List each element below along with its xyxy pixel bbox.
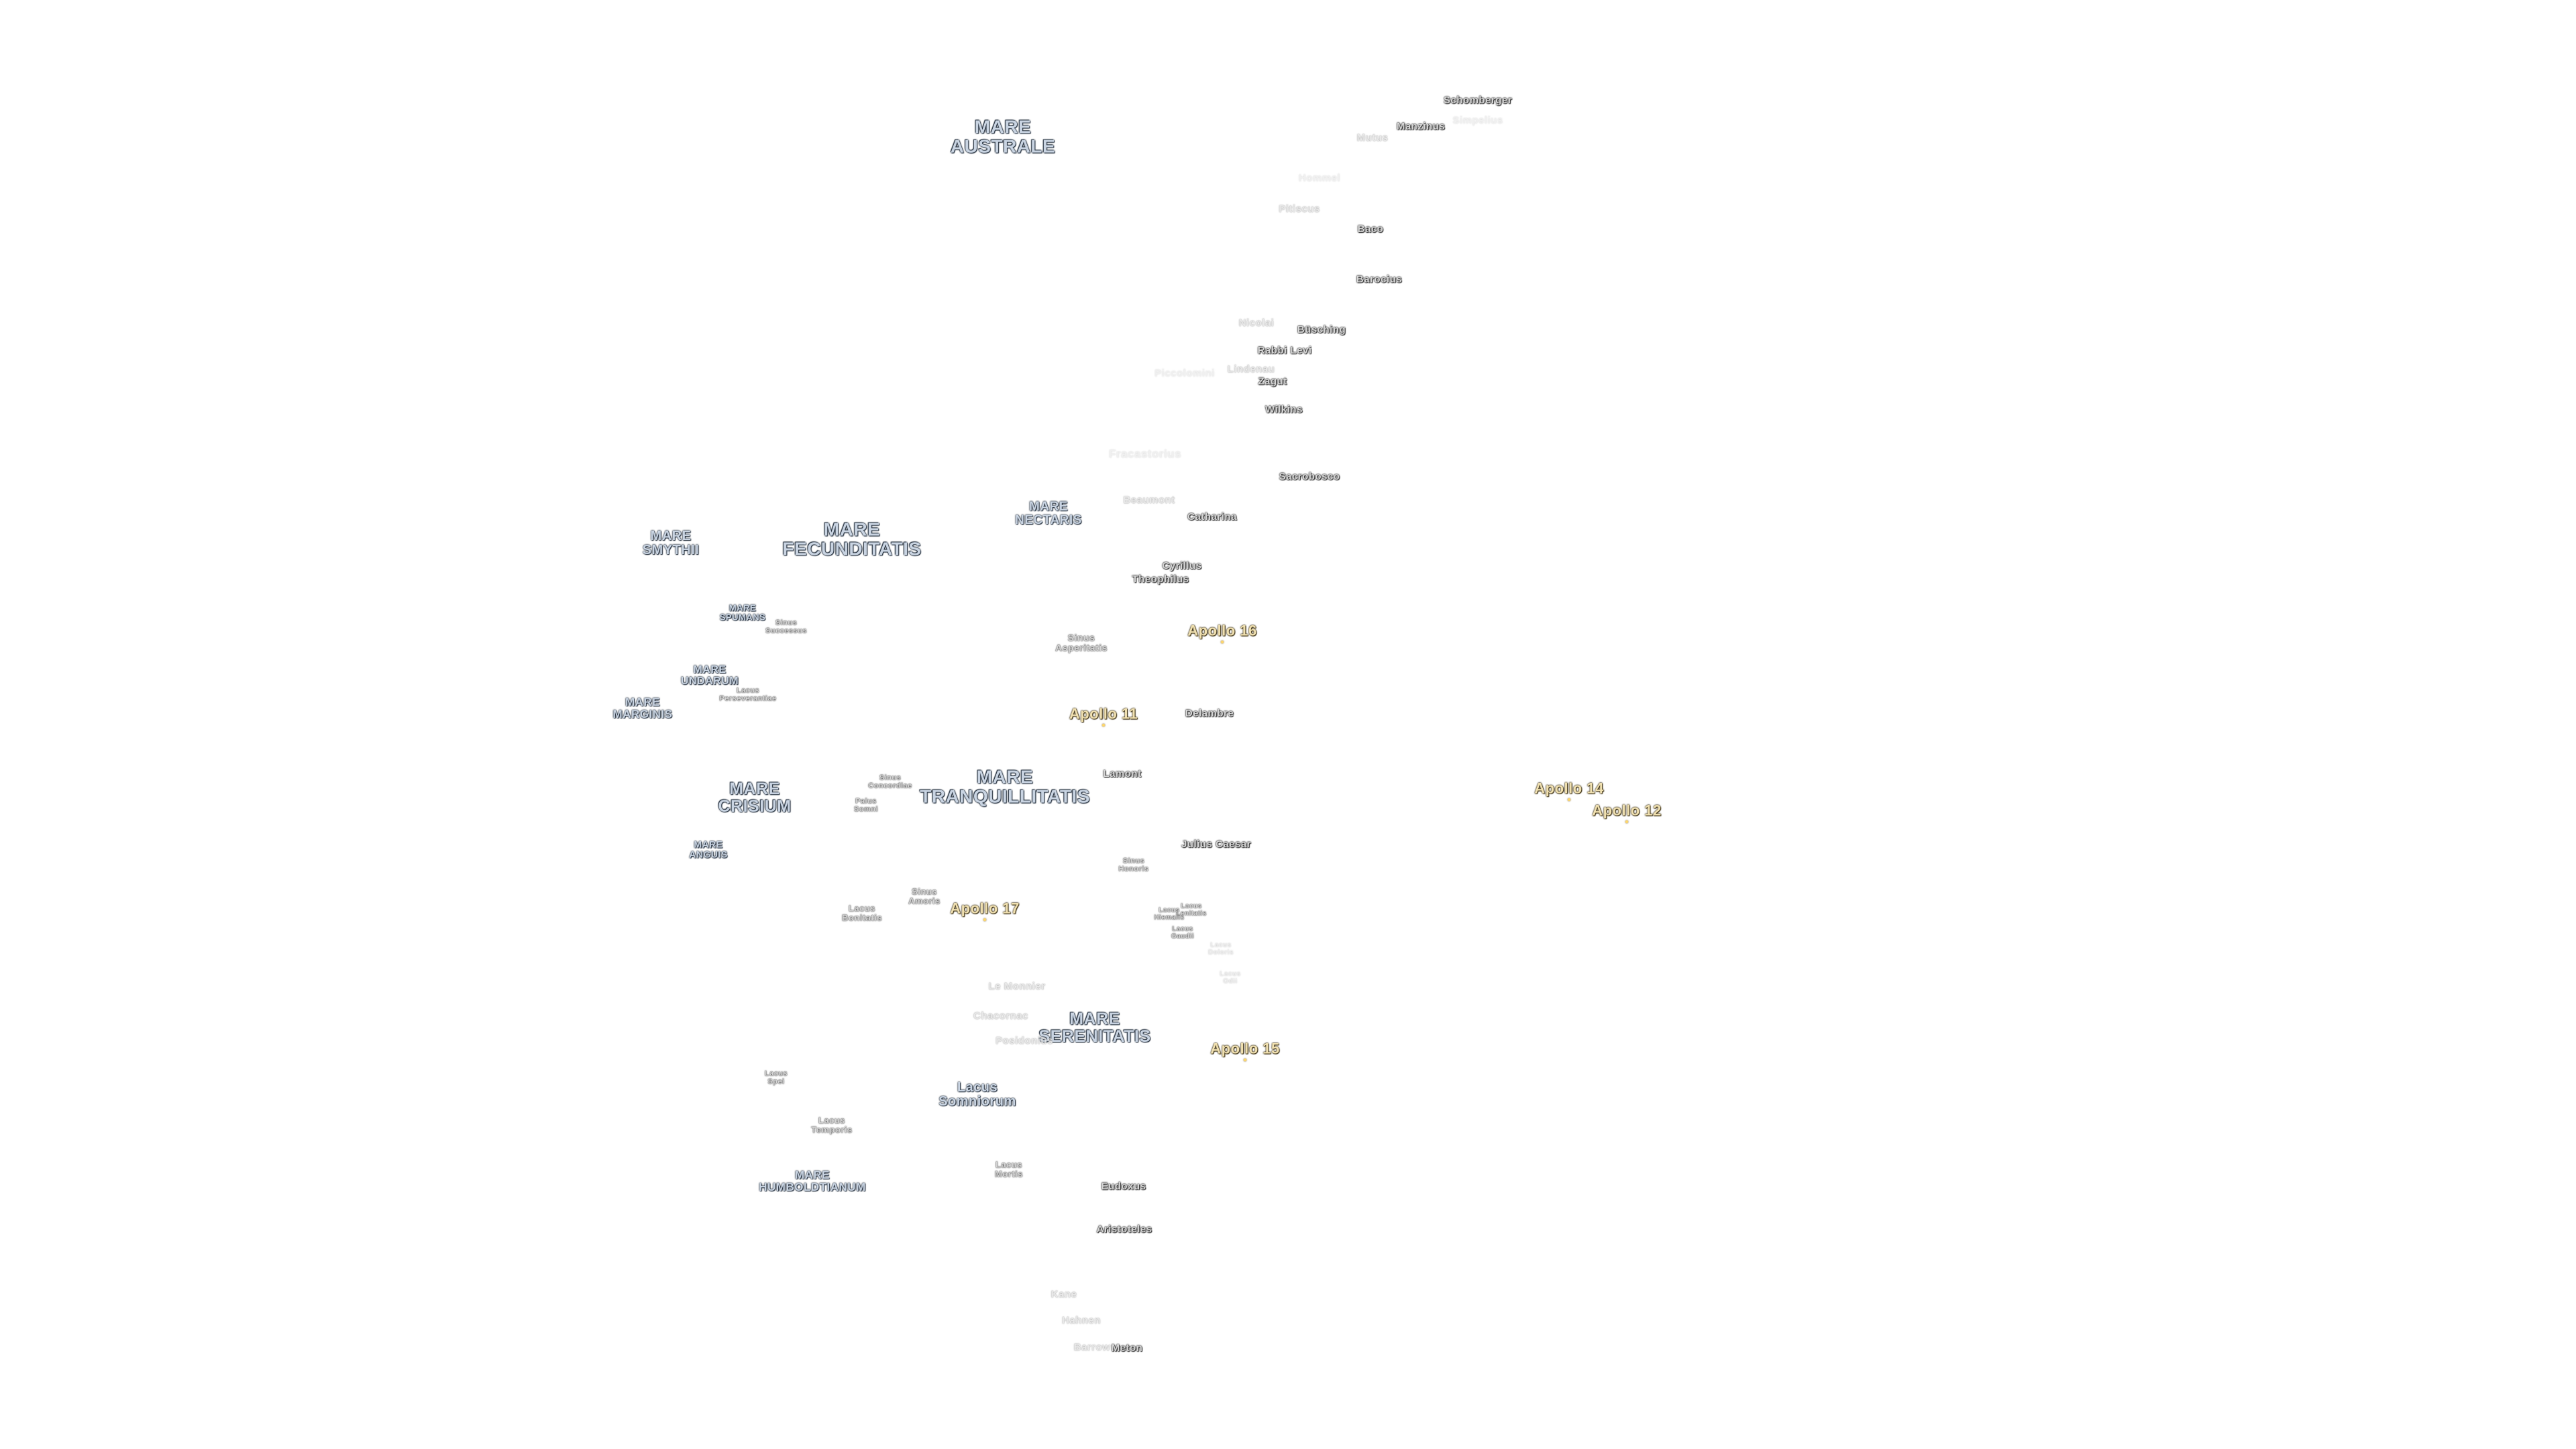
label-crater-cyrillus: Cyrillus <box>1162 560 1202 572</box>
label-lacus-hiemalis: Lacus Hiemalis <box>1154 906 1185 921</box>
label-palus-somni: Palus Somni <box>853 797 879 813</box>
label-crater-lindenau: Lindenau <box>1227 364 1275 376</box>
label-apollo-17[interactable]: Apollo 17 <box>950 900 1020 917</box>
label-crater-barrow: Barrow <box>1073 1342 1111 1354</box>
label-crater-aristoteles: Aristoteles <box>1096 1224 1152 1236</box>
label-crater-lamont: Lamont <box>1103 768 1142 780</box>
label-crater-meton: Meton <box>1111 1342 1143 1354</box>
label-sinus-honoris: Sinus Honoris <box>1118 857 1149 873</box>
label-crater-nicolai: Nicolai <box>1238 317 1275 329</box>
label-crater-zagut: Zagut <box>1258 376 1287 388</box>
label-mare-smythii: MARE SMYTHII <box>642 529 700 557</box>
apollo-15-site-marker[interactable] <box>1244 1059 1246 1061</box>
label-crater-kane: Kane <box>1051 1289 1077 1301</box>
apollo-11-site-marker[interactable] <box>1102 724 1105 727</box>
label-mare-nectaris: MARE NECTARIS <box>1015 500 1082 527</box>
label-apollo-14[interactable]: Apollo 14 <box>1534 780 1604 797</box>
apollo-17-site-marker[interactable] <box>983 918 986 921</box>
label-crater-theophilus: Theophilus <box>1132 574 1189 586</box>
label-mare-australe: MARE AUSTRALE <box>950 116 1056 157</box>
label-sinus-amoris: Sinus Amoris <box>908 886 941 906</box>
label-lacus-lenitatis: Lacus Lenitatis <box>1176 902 1207 917</box>
label-crater-piccolomini: Piccolomini <box>1155 368 1215 380</box>
label-apollo-16[interactable]: Apollo 16 <box>1187 622 1257 639</box>
label-mare-undarum: MARE UNDARUM <box>680 664 739 687</box>
label-lacus-doloris: Lacus Doloris <box>1208 941 1234 956</box>
label-apollo-11[interactable]: Apollo 11 <box>1069 705 1138 722</box>
label-mare-marginis: MARE MARGINIS <box>612 696 673 720</box>
label-lacus-perseverantiae: Lacus Perseverantiae <box>719 686 777 702</box>
label-lacus-odii: Lacus Odii <box>1220 970 1241 985</box>
label-crater-schomberger: Schomberger <box>1443 95 1513 107</box>
label-crater-mutus: Mutus <box>1356 132 1389 144</box>
label-mare-humboldtianum: MARE HUMBOLDTIANUM <box>759 1169 866 1193</box>
label-mare-serenitatis: MARE SERENITATIS <box>1038 1009 1151 1046</box>
label-lacus-somniorum: Lacus Somniorum <box>938 1080 1016 1109</box>
apollo-12-site-marker[interactable] <box>1625 820 1628 823</box>
label-lacus-bonitatis: Lacus Bonitatis <box>841 903 883 922</box>
label-mare-fecunditatis: MARE FECUNDITATIS <box>782 519 922 559</box>
label-crater-julius-caesar: Julius Caesar <box>1181 839 1252 851</box>
label-apollo-12[interactable]: Apollo 12 <box>1592 802 1662 819</box>
label-crater-sacrobosco: Sacrobosco <box>1279 471 1340 483</box>
label-crater-hahnen: Hahnen <box>1061 1315 1102 1327</box>
label-crater-pitiscus: Pitiscus <box>1279 203 1320 215</box>
label-crater-simpelius: Simpelius <box>1452 115 1503 127</box>
label-crater-rabbi-levi: Rabbi Levi <box>1257 345 1312 357</box>
label-mare-crisium: MARE CRISIUM <box>718 779 792 816</box>
label-lacus-mortis: Lacus Mortis <box>995 1159 1023 1179</box>
label-lacus-gaudii: Lacus Gaudii <box>1171 925 1195 940</box>
label-lacus-temporis: Lacus Temporis <box>811 1115 853 1134</box>
label-crater-busching: Büsching <box>1297 324 1346 336</box>
label-mare-tranquillitatis: MARE TRANQUILLITATIS <box>920 766 1090 807</box>
label-sinus-asperitatis: Sinus Asperitatis <box>1055 632 1108 653</box>
label-crater-le-monnier: Le Monnier <box>988 981 1046 993</box>
label-crater-hommel: Hommel <box>1298 172 1341 184</box>
label-crater-delambre: Delambre <box>1185 708 1234 720</box>
label-lacus-spei: Lacus Spei <box>764 1069 788 1085</box>
label-crater-barocius: Barocius <box>1356 274 1403 286</box>
label-crater-beaumont: Beaumont <box>1123 494 1175 506</box>
label-crater-baco: Baco <box>1357 223 1384 235</box>
label-apollo-15[interactable]: Apollo 15 <box>1210 1040 1280 1057</box>
label-crater-chacornac: Chacornac <box>973 1010 1029 1022</box>
label-mare-anguis: MARE ANGUIS <box>689 839 728 859</box>
apollo-14-site-marker[interactable] <box>1568 798 1570 801</box>
apollo-16-site-marker[interactable] <box>1221 641 1224 643</box>
label-crater-posidonius: Posidonius <box>996 1035 1053 1047</box>
label-crater-wilkins: Wilkins <box>1265 404 1303 416</box>
label-sinus-concordiae: Sinus Concordiae <box>868 773 912 790</box>
label-crater-fracastorius: Fracastorius <box>1108 447 1182 461</box>
label-crater-catharina: Catharina <box>1187 511 1237 523</box>
label-mare-spumans: MARE SPUMANS <box>719 602 766 622</box>
label-crater-manzinus: Manzinus <box>1396 121 1446 133</box>
label-crater-eudoxus: Eudoxus <box>1101 1181 1146 1193</box>
label-sinus-successus: Sinus Successus <box>765 619 807 635</box>
